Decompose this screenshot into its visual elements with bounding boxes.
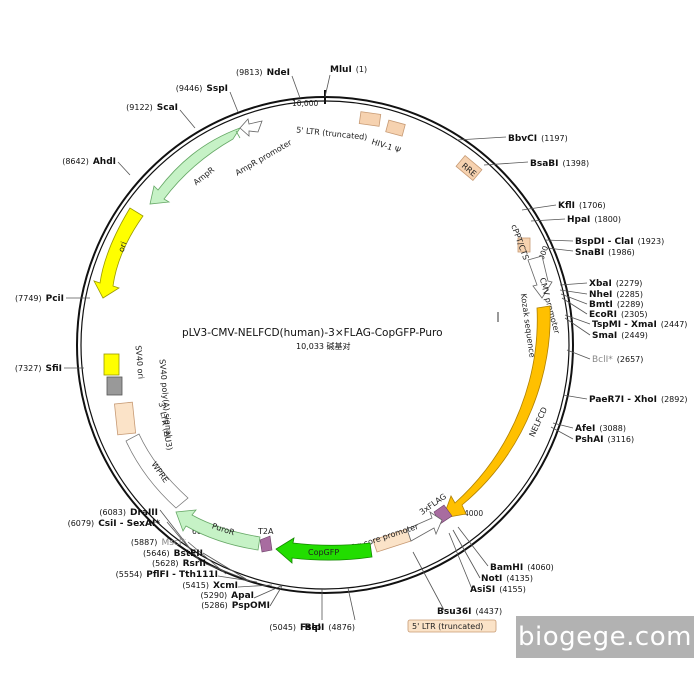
site-sspi[interactable]: (9446)SspI xyxy=(176,84,228,94)
t2a-marker[interactable] xyxy=(259,535,273,553)
cmv-promoter-arrow[interactable] xyxy=(527,255,553,299)
site-bamhi[interactable]: BamHI(4060) xyxy=(490,563,554,573)
sv40-polya-box[interactable] xyxy=(106,376,123,396)
site-blpi[interactable]: BlpI(4876) xyxy=(305,623,355,633)
ori-arrow[interactable] xyxy=(93,207,144,299)
site-paer7i-xhoi[interactable]: PaeR7I - XhoI(2892) xyxy=(589,395,688,405)
site-snabi[interactable]: SnaBI(1986) xyxy=(575,248,635,258)
site-rsrii[interactable]: (5628)RsrII xyxy=(152,559,206,569)
site-bsu36i[interactable]: Bsu36I(4437) xyxy=(437,607,502,617)
site-nhei[interactable]: NheI(2285) xyxy=(589,290,643,300)
ltr5-trunc-label: 5' LTR (truncated) xyxy=(296,125,368,141)
site-sfii[interactable]: (7327)SfiI xyxy=(15,364,62,374)
site-afei[interactable]: AfeI(3088) xyxy=(575,424,626,434)
site-ahdi[interactable]: (8642)AhdI xyxy=(62,157,116,167)
sv40-ori-box[interactable] xyxy=(103,353,120,376)
site-pcii[interactable]: (7749)PciI xyxy=(15,294,64,304)
site-bbvci[interactable]: BbvCI(1197) xyxy=(508,134,568,144)
hiv-psi-label: HIV-1 Ψ xyxy=(370,137,402,155)
ltr3-box[interactable] xyxy=(114,401,137,436)
tick-10000: 10,000 xyxy=(292,99,318,108)
ltr5-box-bottom[interactable] xyxy=(407,619,497,633)
copgfp-arrow[interactable] xyxy=(275,537,373,564)
site-scai[interactable]: (9122)ScaI xyxy=(126,103,178,113)
ampr-promoter-arrow[interactable] xyxy=(239,118,263,137)
site-bsabi[interactable]: BsaBI(1398) xyxy=(530,159,589,169)
site-bmti[interactable]: BmtI(2289) xyxy=(589,300,644,310)
ampr-arrow[interactable] xyxy=(149,127,241,205)
rre-box[interactable] xyxy=(455,155,483,181)
cppt-box[interactable] xyxy=(517,237,531,253)
watermark: biogege.com xyxy=(516,616,694,658)
plasmid-title: pLV3-CMV-NELFCD(human)-3×FLAG-CopGFP-Pur… xyxy=(182,327,443,339)
site-pflfi-tth111i[interactable]: (5554)PflFI - Tth111I xyxy=(116,570,218,580)
site-bcli[interactable]: BclI*(2657) xyxy=(592,355,643,365)
wpre-box[interactable] xyxy=(125,433,189,509)
ampr-label: AmpR xyxy=(192,165,217,187)
site-msci[interactable]: (5887)MscI* xyxy=(131,538,187,548)
site-ecori[interactable]: EcoRI(2305) xyxy=(589,310,648,320)
site-leader-lines xyxy=(64,74,591,621)
puror-arrow[interactable] xyxy=(175,509,261,551)
ampr-hatch xyxy=(235,130,241,139)
site-bspdi-clai[interactable]: BspDI - ClaI(1923) xyxy=(575,237,664,247)
site-xbai[interactable]: XbaI(2279) xyxy=(589,279,642,289)
ltr5-box-left[interactable] xyxy=(358,111,382,127)
plasmid-size: 10,033 碱基对 xyxy=(296,341,351,351)
ltr5-box-bottom-label: 5' LTR (truncated) xyxy=(412,622,483,631)
site-xcmi[interactable]: (5415)XcmI xyxy=(182,581,238,591)
site-fsei[interactable]: (5045)FseI xyxy=(269,623,321,633)
site-kfli[interactable]: KflI(1706) xyxy=(558,201,606,211)
site-bsteii[interactable]: (5646)BstEII xyxy=(143,549,203,559)
site-pshai[interactable]: PshAI(3116) xyxy=(575,435,634,445)
site-draiii[interactable]: (6083)DraIII xyxy=(99,508,158,518)
sv40-ori-label: SV40 ori xyxy=(134,345,146,379)
site-pspomi[interactable]: (5286)PspOMI xyxy=(201,601,270,611)
tick-4000: 4000 xyxy=(464,509,483,518)
ampr-promoter-label: AmpR promoter xyxy=(234,138,294,178)
site-apai[interactable]: (5290)ApaI xyxy=(201,591,254,601)
t2a-label: T2A xyxy=(257,527,274,536)
copgfp-label: CopGFP xyxy=(308,548,339,557)
kozak-label: Kozak sequence xyxy=(519,293,537,358)
site-hpai[interactable]: HpaI(1800) xyxy=(567,215,621,225)
site-smai[interactable]: SmaI(2449) xyxy=(592,331,648,341)
ori-label: ori xyxy=(117,240,129,253)
nelfcd-arrow[interactable] xyxy=(442,305,551,519)
ef1a-arrow[interactable] xyxy=(406,511,443,542)
site-noti[interactable]: NotI(4135) xyxy=(481,574,533,584)
site-ndei[interactable]: (9813)NdeI xyxy=(236,68,290,78)
site-tspmi-xmai[interactable]: TspMI - XmaI(2447) xyxy=(592,320,687,330)
sv40-polya-label: SV40 poly(A) signal xyxy=(158,359,174,438)
site-mlui[interactable]: MluI(1) xyxy=(330,65,367,75)
site-asisi[interactable]: AsiSI(4155) xyxy=(470,585,526,595)
site-csii-sexai[interactable]: (6079)CsiI - SexAI* xyxy=(68,519,161,529)
hiv-psi-box[interactable] xyxy=(385,119,406,137)
